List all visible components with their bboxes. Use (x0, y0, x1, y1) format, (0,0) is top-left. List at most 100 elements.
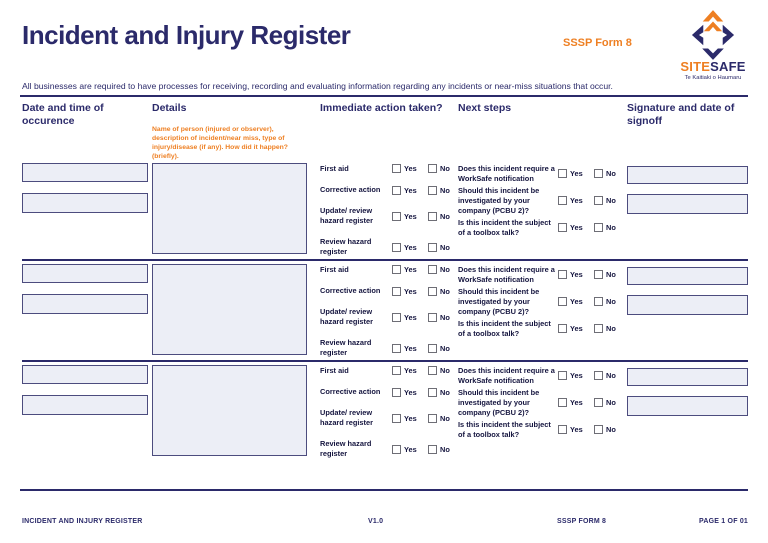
corrective-action-yes-checkbox[interactable] (392, 185, 401, 195)
register-rows: First aid Yes No Corrective action Yes N… (22, 160, 748, 463)
worksafe-notification-yes-checkbox[interactable] (558, 371, 567, 381)
first-aid-yes-checkbox[interactable] (392, 366, 401, 376)
logo-safe-text: SAFE (710, 59, 746, 74)
signature-field[interactable] (627, 267, 748, 285)
company-investigation-item: Should this incident be investigated by … (458, 388, 622, 418)
yes-label: Yes (570, 297, 583, 307)
header-divider (20, 95, 748, 97)
signature-field[interactable] (627, 166, 748, 184)
next-steps-cell: Does this incident require a WorkSafe no… (458, 264, 622, 360)
date-field[interactable] (22, 365, 148, 384)
update-hazard-register-no-checkbox[interactable] (428, 312, 437, 322)
company-investigation-yes-checkbox[interactable] (558, 297, 567, 307)
worksafe-notification-no-checkbox[interactable] (594, 270, 603, 280)
worksafe-notification-yes-checkbox[interactable] (558, 169, 567, 179)
toolbox-talk-no-checkbox[interactable] (594, 324, 603, 334)
review-hazard-register-yes-checkbox[interactable] (392, 242, 401, 252)
first-aid-yes-checkbox[interactable] (392, 164, 401, 174)
no-label: No (606, 371, 616, 381)
no-label: No (440, 242, 450, 252)
date-time-cell (22, 264, 148, 360)
register-row: First aid Yes No Corrective action Yes N… (22, 261, 748, 362)
update-hazard-register-no-checkbox[interactable] (428, 413, 437, 423)
corrective-action-no-checkbox[interactable] (428, 387, 437, 397)
update-hazard-register-item: Update/ review hazard register Yes No (320, 206, 455, 226)
company-investigation-no-checkbox[interactable] (594, 398, 603, 408)
no-label: No (606, 324, 616, 334)
date-field[interactable] (22, 163, 148, 182)
toolbox-talk-yes-checkbox[interactable] (558, 223, 567, 233)
yes-label: Yes (404, 164, 417, 174)
update-hazard-register-yes-checkbox[interactable] (392, 211, 401, 221)
form-number-label: SSSP Form 8 (563, 37, 632, 49)
corrective-action-yes-checkbox[interactable] (392, 387, 401, 397)
details-field[interactable] (152, 264, 307, 355)
toolbox-talk-label: Is this incident the subject of a toolbo… (458, 419, 551, 439)
update-hazard-register-item: Update/ review hazard register Yes No (320, 307, 455, 327)
yes-label: Yes (404, 211, 417, 221)
worksafe-notification-label: Does this incident require a WorkSafe no… (458, 265, 555, 284)
no-label: No (440, 286, 450, 296)
next-steps-cell: Does this incident require a WorkSafe no… (458, 365, 622, 463)
signoff-date-field[interactable] (627, 295, 748, 315)
review-hazard-register-yes-checkbox[interactable] (392, 343, 401, 353)
yes-label: Yes (404, 242, 417, 252)
corrective-action-yes-checkbox[interactable] (392, 286, 401, 296)
first-aid-item: First aid Yes No (320, 366, 455, 376)
first-aid-yes-checkbox[interactable] (392, 265, 401, 275)
review-hazard-register-label: Review hazard register (320, 338, 372, 358)
time-field[interactable] (22, 193, 148, 213)
company-investigation-no-checkbox[interactable] (594, 297, 603, 307)
first-aid-no-checkbox[interactable] (428, 164, 437, 174)
review-hazard-register-no-checkbox[interactable] (428, 343, 437, 353)
time-field[interactable] (22, 395, 148, 415)
company-investigation-yes-checkbox[interactable] (558, 398, 567, 408)
update-hazard-register-yes-checkbox[interactable] (392, 413, 401, 423)
review-hazard-register-no-checkbox[interactable] (428, 242, 437, 252)
first-aid-no-checkbox[interactable] (428, 265, 437, 275)
details-field[interactable] (152, 365, 307, 456)
worksafe-notification-yes-checkbox[interactable] (558, 270, 567, 280)
company-investigation-no-checkbox[interactable] (594, 196, 603, 206)
worksafe-notification-label: Does this incident require a WorkSafe no… (458, 164, 555, 183)
first-aid-no-checkbox[interactable] (428, 366, 437, 376)
yes-label: Yes (404, 265, 417, 275)
no-label: No (440, 265, 450, 275)
details-field[interactable] (152, 163, 307, 254)
review-hazard-register-yes-checkbox[interactable] (392, 444, 401, 454)
worksafe-notification-item: Does this incident require a WorkSafe no… (458, 265, 622, 285)
immediate-action-cell: First aid Yes No Corrective action Yes N… (320, 365, 455, 459)
signature-field[interactable] (627, 368, 748, 386)
first-aid-label: First aid (320, 164, 349, 173)
company-investigation-yes-checkbox[interactable] (558, 196, 567, 206)
column-header-signature: Signature and date of signoff (627, 102, 735, 128)
corrective-action-label: Corrective action (320, 286, 381, 296)
corrective-action-no-checkbox[interactable] (428, 185, 437, 195)
update-hazard-register-yes-checkbox[interactable] (392, 312, 401, 322)
toolbox-talk-yes-checkbox[interactable] (558, 324, 567, 334)
date-field[interactable] (22, 264, 148, 283)
yes-label: Yes (404, 366, 417, 376)
update-hazard-register-no-checkbox[interactable] (428, 211, 437, 221)
toolbox-talk-label: Is this incident the subject of a toolbo… (458, 217, 551, 237)
corrective-action-label: Corrective action (320, 387, 381, 397)
toolbox-talk-yes-checkbox[interactable] (558, 425, 567, 435)
corrective-action-no-checkbox[interactable] (428, 286, 437, 296)
first-aid-item: First aid Yes No (320, 164, 455, 174)
signoff-date-field[interactable] (627, 194, 748, 214)
toolbox-talk-no-checkbox[interactable] (594, 223, 603, 233)
footer-page-ref: PAGE 1 OF 01 (699, 518, 748, 525)
yes-label: Yes (404, 343, 417, 353)
company-investigation-item: Should this incident be investigated by … (458, 287, 622, 317)
register-row: First aid Yes No Corrective action Yes N… (22, 362, 748, 463)
time-field[interactable] (22, 294, 148, 314)
first-aid-label: First aid (320, 265, 349, 274)
review-hazard-register-no-checkbox[interactable] (428, 444, 437, 454)
first-aid-item: First aid Yes No (320, 265, 455, 275)
worksafe-notification-no-checkbox[interactable] (594, 371, 603, 381)
signoff-date-field[interactable] (627, 396, 748, 416)
worksafe-notification-no-checkbox[interactable] (594, 169, 603, 179)
date-time-cell (22, 365, 148, 463)
toolbox-talk-no-checkbox[interactable] (594, 425, 603, 435)
